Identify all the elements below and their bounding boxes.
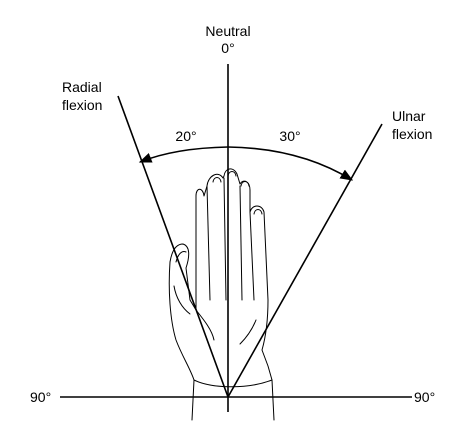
range-of-motion-arc	[227, 146, 354, 181]
ulnar-flexion-label-line2: flexion	[392, 126, 432, 142]
radial-flexion-label-line1: Radial	[62, 79, 102, 95]
ulnar-flexion-label-line1: Ulnar	[392, 108, 426, 124]
radial-flexion-line	[117, 95, 229, 398]
range-of-motion-arc-radial	[138, 146, 229, 163]
ulnar-flexion-line	[227, 123, 383, 398]
hand-illustration	[168, 168, 275, 421]
ulnar-angle-label: 30°	[279, 128, 300, 144]
radial-flexion-label-line2: flexion	[62, 97, 102, 113]
right-90-label: 90°	[414, 389, 435, 405]
neutral-label: Neutral	[205, 23, 250, 39]
radial-angle-label: 20°	[175, 128, 196, 144]
neutral-zero-label: 0°	[221, 40, 234, 56]
left-90-label: 90°	[30, 389, 51, 405]
